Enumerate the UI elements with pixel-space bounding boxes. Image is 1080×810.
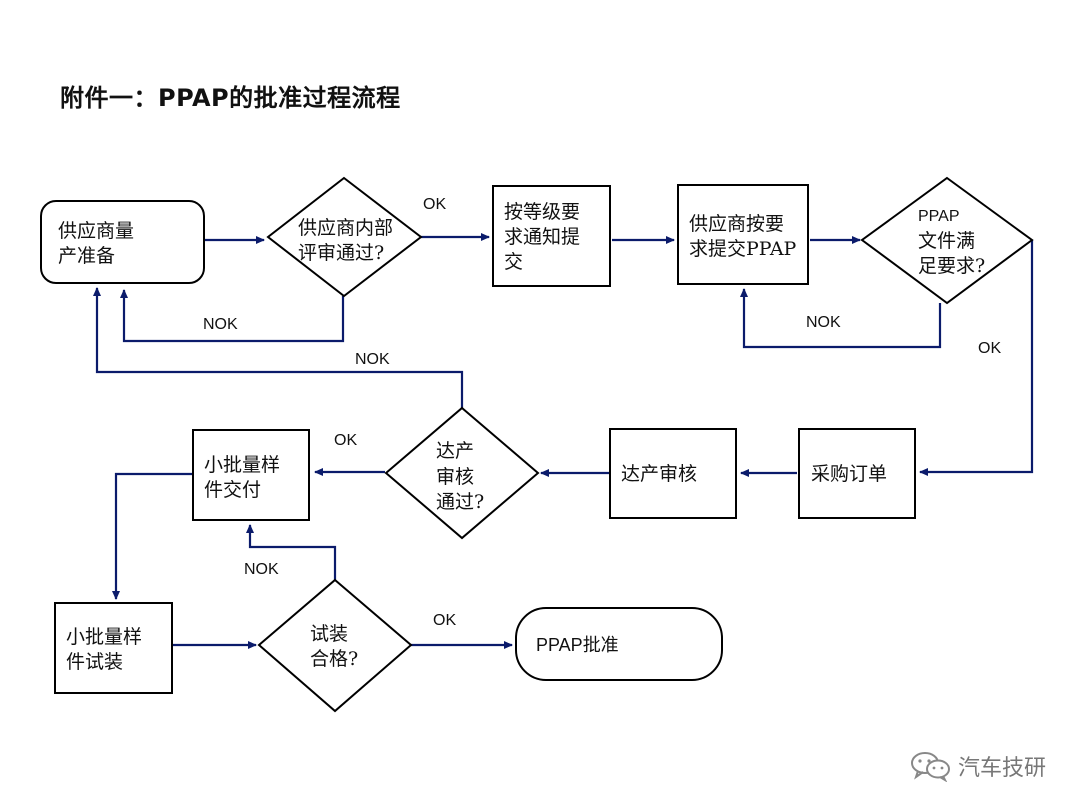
node-label-line: 合格?	[310, 648, 358, 670]
edge-label-trial-ok: OK	[433, 612, 456, 629]
node-label-line: 交	[504, 251, 523, 273]
decision-internal-review: 供应商内部 评审通过?	[266, 176, 423, 298]
node-label-line: 达产	[436, 440, 474, 462]
svg-text:采购订单: 采购订单	[811, 463, 887, 485]
watermark-text: 汽车技研	[957, 756, 1046, 781]
connector-review-nok-to-prep	[120, 289, 345, 343]
terminator-shape	[515, 607, 723, 681]
edge-label-capacity-nok: NOK	[355, 351, 390, 368]
svg-text:PPAP批准: PPAP批准	[536, 635, 619, 655]
node-capacity-review: 达产审核	[609, 428, 737, 519]
node-small-batch-trial: 小批量样 件试装	[54, 602, 173, 694]
node-label-line: 件试装	[66, 651, 123, 673]
node-label-line: 求提交PPAP	[689, 238, 797, 260]
node-label-line: 求通知提	[504, 226, 580, 248]
svg-text:供应商按要 求提交PPAP: 供应商按要 求提交PPAP	[689, 213, 797, 260]
decision-capacity-pass: 达产 审核 通过?	[384, 406, 540, 540]
connector-trial-nok-to-delivery	[246, 524, 337, 580]
edge-label-ppap-ok: OK	[978, 340, 1001, 357]
node-label-line: 供应商量	[58, 220, 134, 242]
connector-ppap-ok-to-order	[919, 240, 1034, 476]
node-label-line: 按等级要	[504, 201, 580, 223]
page-title: 附件一：PPAP的批准过程流程	[60, 84, 401, 112]
node-label-line: 供应商按要	[689, 213, 784, 235]
node-label-line: 小批量样	[204, 454, 280, 476]
wechat-icon	[910, 752, 950, 782]
edge-label-review-ok: OK	[423, 196, 446, 213]
svg-text:试装 合格?: 试装 合格?	[310, 623, 358, 670]
process-box	[54, 602, 173, 694]
decision-diamond	[257, 578, 413, 713]
decision-ppap-meets: PPAP 文件满 足要求?	[860, 176, 1034, 305]
connectors	[93, 233, 1034, 649]
terminator-shape	[40, 200, 205, 284]
edge-labels: OK NOK NOK NOK OK OK NOK OK	[203, 196, 1001, 629]
svg-text:达产 审核 通过?: 达产 审核 通过?	[436, 440, 484, 513]
node-label-line: 达产审核	[621, 463, 697, 485]
node-label-line: 件交付	[204, 479, 261, 501]
node-label-line: PPAP	[918, 208, 960, 225]
node-label-line: 试装	[310, 623, 348, 645]
process-box	[677, 184, 809, 285]
svg-text:小批量样 件交付: 小批量样 件交付	[204, 454, 286, 501]
node-label-line: 供应商内部	[298, 217, 393, 239]
node-label-line: 小批量样	[66, 626, 142, 648]
node-notify-submit: 按等级要 求通知提 交	[492, 185, 611, 287]
svg-text:达产审核: 达产审核	[621, 463, 697, 485]
node-small-batch-delivery: 小批量样 件交付	[192, 429, 310, 521]
node-submit-ppap: 供应商按要 求提交PPAP	[677, 184, 809, 285]
decision-trial-pass: 试装 合格?	[257, 578, 413, 713]
edge-label-review-nok: NOK	[203, 316, 238, 333]
node-label-line: 通过?	[436, 491, 484, 513]
svg-text:供应商量 产准备: 供应商量 产准备	[58, 220, 140, 267]
node-purchase-order: 采购订单	[798, 428, 916, 519]
svg-text:小批量样 件试装: 小批量样 件试装	[66, 626, 148, 673]
node-label-line: 足要求?	[918, 255, 985, 277]
decision-diamond	[266, 176, 423, 298]
process-box	[492, 185, 611, 287]
node-label-line: 产准备	[58, 245, 115, 267]
edge-label-ppap-nok: NOK	[806, 314, 841, 331]
node-label-line: 评审通过?	[298, 242, 384, 264]
node-label-line: PPAP批准	[536, 635, 619, 655]
process-box	[609, 428, 737, 519]
connector-delivery-to-trial	[112, 472, 192, 600]
svg-text:PPAP 文件满 足要求?: PPAP 文件满 足要求?	[918, 204, 985, 277]
connector-capacity-nok-to-prep	[93, 287, 464, 408]
node-ppap-approved: PPAP批准	[515, 607, 723, 681]
connector-ppap-nok-to-submit	[740, 288, 942, 349]
node-label-line: 审核	[436, 466, 474, 488]
decision-diamond	[384, 406, 540, 540]
node-label-line: 文件满	[918, 230, 975, 252]
edge-label-capacity-ok: OK	[334, 432, 357, 449]
watermark: 汽车技研	[910, 750, 1046, 782]
node-supplier-prep: 供应商量 产准备	[40, 200, 205, 284]
process-box	[798, 428, 916, 519]
svg-text:供应商内部 评审通过?: 供应商内部 评审通过?	[298, 217, 399, 264]
decision-diamond	[860, 176, 1034, 305]
svg-text:按等级要 求通知提 交: 按等级要 求通知提 交	[504, 201, 586, 273]
edge-label-trial-nok: NOK	[244, 561, 279, 578]
node-label-line: 采购订单	[811, 463, 887, 485]
process-box	[192, 429, 310, 521]
